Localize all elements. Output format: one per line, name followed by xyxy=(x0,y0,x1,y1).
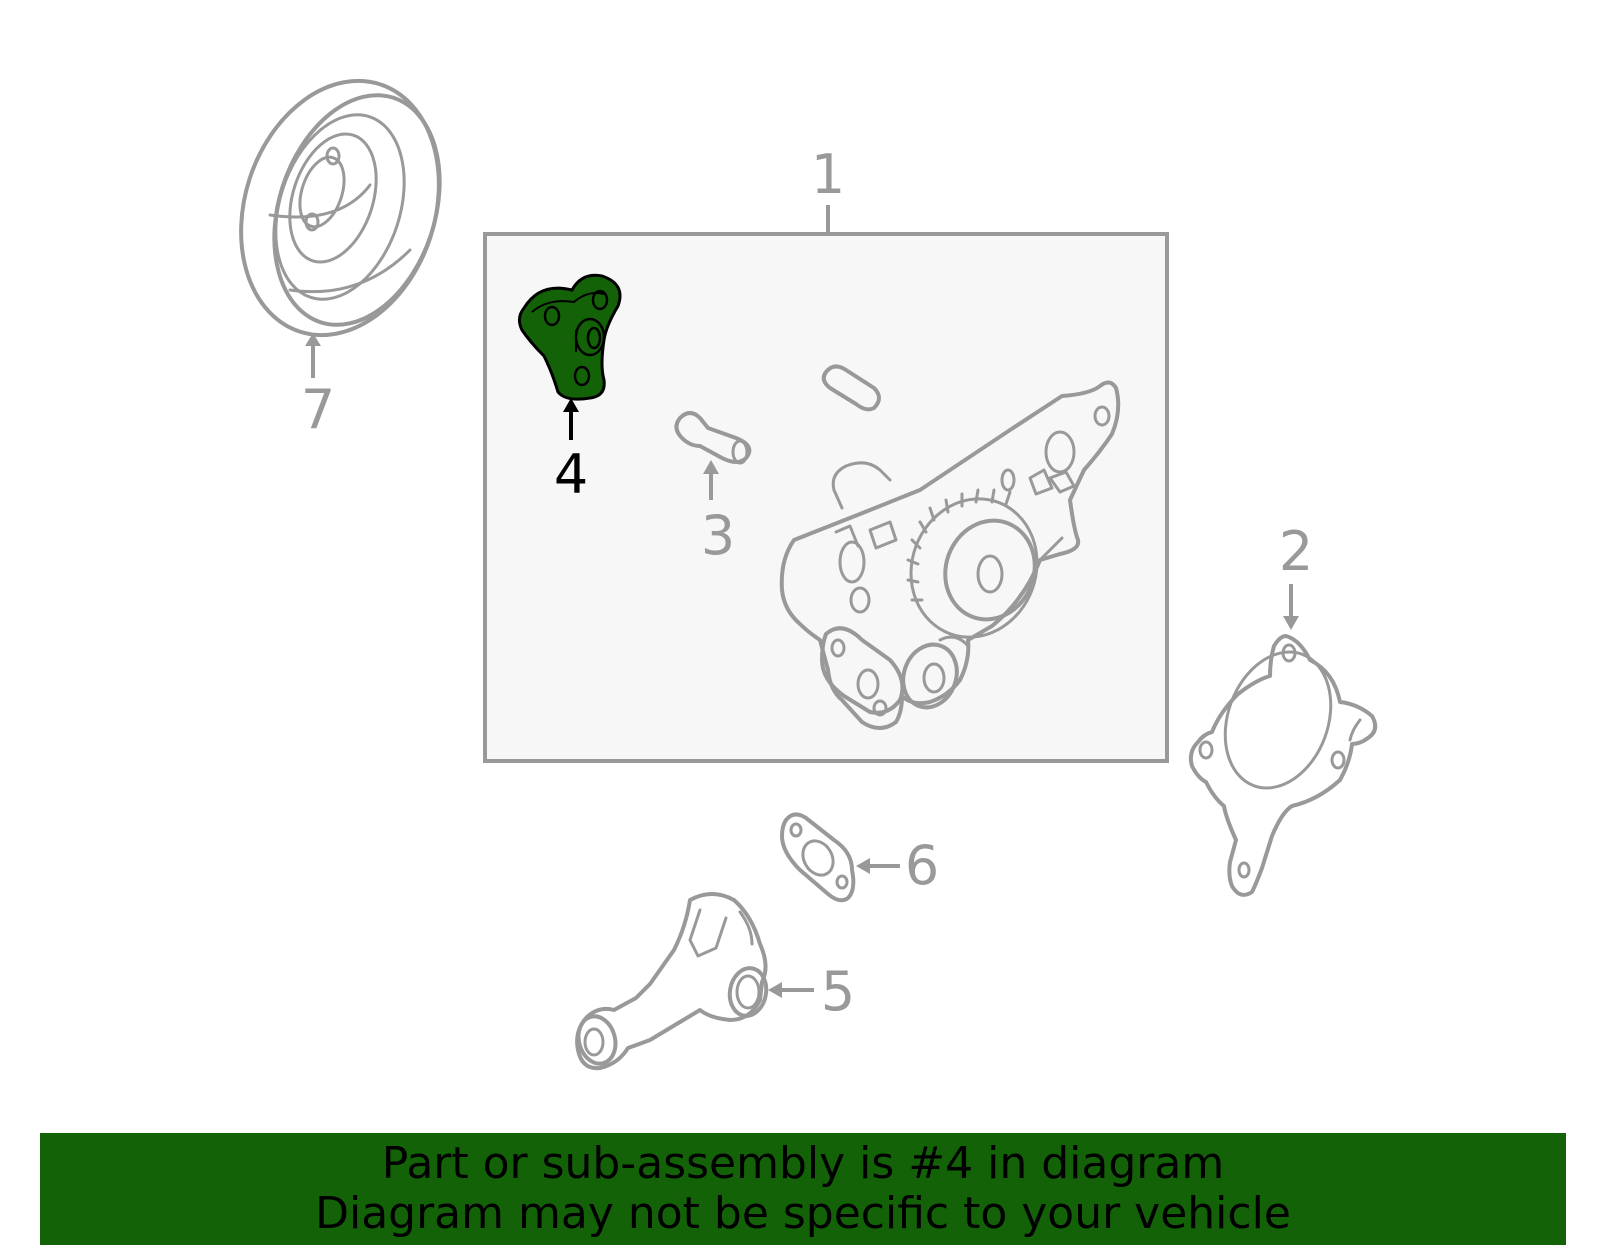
info-banner: Part or sub-assembly is #4 in diagram Di… xyxy=(40,1133,1566,1245)
callout-4-arrowhead xyxy=(563,398,579,412)
banner-line-1: Part or sub-assembly is #4 in diagram xyxy=(381,1138,1225,1189)
banner-line-2: Diagram may not be specific to your vehi… xyxy=(315,1188,1291,1239)
outlet-part-5[interactable] xyxy=(573,892,769,1071)
gasket-part-6[interactable] xyxy=(780,812,856,903)
callout-7-arrowhead xyxy=(305,333,321,346)
callout-3-arrowhead xyxy=(703,460,719,474)
flange-part-4[interactable] xyxy=(517,273,622,401)
callout-2-arrowhead xyxy=(1283,616,1299,630)
fitting-part-3[interactable] xyxy=(674,411,752,465)
callout-5-arrowhead xyxy=(768,982,782,998)
pulley-part-7[interactable] xyxy=(209,55,470,361)
callout-2: 2 xyxy=(1279,520,1313,583)
callout-6-arrowhead xyxy=(856,858,870,874)
callout-7: 7 xyxy=(301,378,335,441)
callout-1: 1 xyxy=(811,143,845,206)
callout-6: 6 xyxy=(905,834,939,897)
callout-3: 3 xyxy=(701,504,735,567)
pump-housing xyxy=(779,380,1121,730)
gasket-part-2[interactable] xyxy=(1188,634,1378,897)
dowel-pin xyxy=(821,364,881,412)
callout-4: 4 xyxy=(554,443,588,506)
callout-5: 5 xyxy=(821,960,855,1023)
